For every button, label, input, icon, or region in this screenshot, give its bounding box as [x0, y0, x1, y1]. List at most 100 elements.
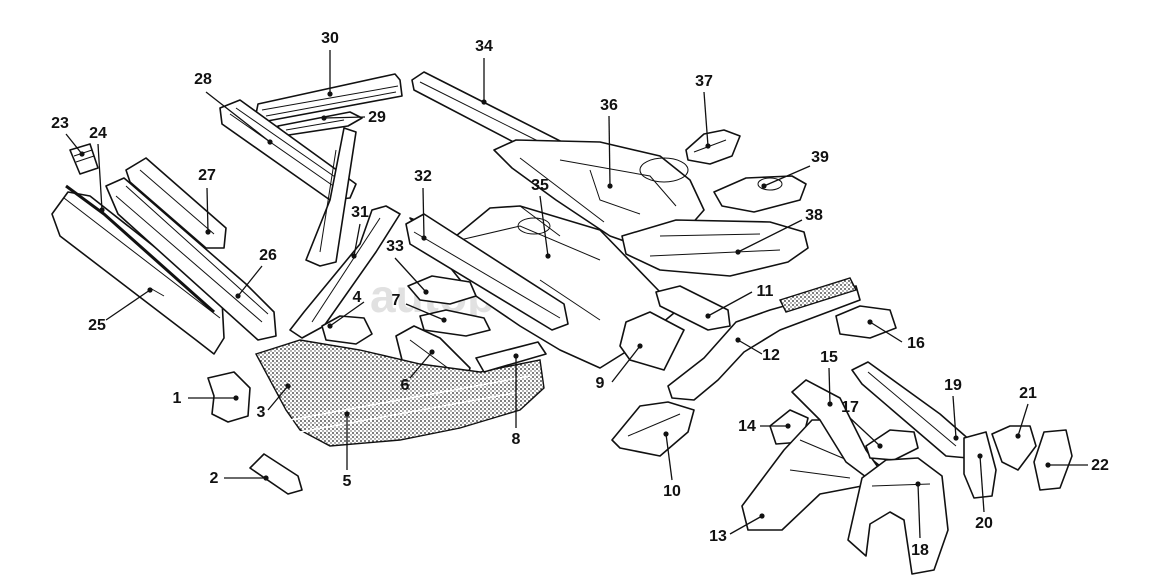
leader-line-23 — [65, 133, 83, 155]
callout-37: 37 — [695, 73, 713, 90]
leader-line-24 — [97, 143, 103, 211]
leader-dot-28 — [267, 139, 273, 145]
callout-36: 36 — [600, 97, 618, 114]
leader-dot-34 — [481, 99, 487, 105]
callout-27: 27 — [198, 167, 216, 184]
part-38-trunk-floor — [621, 219, 809, 277]
callout-8: 8 — [512, 431, 521, 448]
part-22-bracket — [1033, 429, 1073, 491]
leader-dot-4 — [327, 323, 333, 329]
leader-dot-20 — [977, 453, 983, 459]
callout-13: 13 — [709, 528, 727, 545]
callout-32: 32 — [414, 168, 432, 185]
callout-33: 33 — [386, 238, 404, 255]
leader-dot-1 — [233, 395, 239, 401]
leader-dot-31 — [351, 253, 357, 259]
leader-line-25 — [105, 289, 151, 321]
leader-line-32 — [422, 187, 425, 239]
leader-line-12 — [737, 339, 763, 355]
callout-1: 1 — [173, 390, 182, 407]
leader-dot-27 — [205, 229, 211, 235]
leader-dot-3 — [285, 383, 291, 389]
callout-35: 35 — [531, 177, 549, 194]
part-21-bracket — [991, 425, 1037, 471]
leader-line-19 — [952, 395, 957, 439]
callout-39: 39 — [811, 149, 829, 166]
leader-dot-7 — [441, 317, 447, 323]
leader-line-7 — [405, 303, 445, 321]
leader-dot-26 — [235, 293, 241, 299]
leader-dot-38 — [735, 249, 741, 255]
callout-12: 12 — [762, 347, 780, 364]
leader-line-13 — [729, 515, 763, 535]
leader-dot-39 — [761, 183, 767, 189]
part-33-seat-mount — [407, 275, 477, 305]
callout-18: 18 — [911, 542, 929, 559]
leader-line-3 — [267, 385, 289, 411]
leader-line-33 — [394, 257, 427, 293]
callout-20: 20 — [975, 515, 993, 532]
callout-21: 21 — [1019, 385, 1037, 402]
callout-15: 15 — [820, 349, 838, 366]
leader-line-37 — [703, 91, 709, 147]
leader-dot-6 — [429, 349, 435, 355]
part-17-bracket — [865, 429, 919, 461]
callout-3: 3 — [257, 404, 266, 421]
leader-dot-10 — [663, 431, 669, 437]
leader-dot-29 — [321, 115, 327, 121]
leader-dot-37 — [705, 143, 711, 149]
part-10-bracket — [611, 401, 695, 457]
leader-line-16 — [869, 321, 903, 343]
part-11-rear-rail — [655, 285, 731, 331]
callout-23: 23 — [51, 115, 69, 132]
leader-line-38 — [737, 219, 803, 253]
leader-line-29 — [323, 116, 366, 119]
leader-dot-17 — [877, 443, 883, 449]
leader-line-10 — [665, 433, 673, 481]
leader-dot-32 — [421, 235, 427, 241]
callout-14: 14 — [738, 418, 756, 435]
callout-6: 6 — [401, 377, 410, 394]
leader-lines — [65, 50, 1088, 539]
callout-5: 5 — [343, 473, 352, 490]
part-1-bracket — [207, 371, 251, 423]
callout-28: 28 — [194, 71, 212, 88]
leader-dot-14 — [785, 423, 791, 429]
callout-10: 10 — [663, 483, 681, 500]
leader-dot-13 — [759, 513, 765, 519]
part-12-rear-rail — [667, 277, 861, 401]
part-2-bracket — [249, 453, 303, 495]
leader-line-15 — [828, 367, 831, 405]
leader-dot-23 — [79, 151, 85, 157]
leader-line-28 — [205, 91, 271, 143]
callout-7: 7 — [392, 292, 401, 309]
leader-line-26 — [237, 265, 263, 297]
callout-30: 30 — [321, 30, 339, 47]
leader-line-11 — [707, 291, 753, 317]
part-4-mount — [321, 315, 373, 345]
callout-25: 25 — [88, 317, 106, 334]
part-a-pillar — [305, 127, 357, 267]
leader-dot-2 — [263, 475, 269, 481]
leader-dot-5 — [344, 411, 350, 417]
leader-dot-16 — [867, 319, 873, 325]
leader-dot-19 — [953, 435, 959, 441]
leader-dot-25 — [147, 287, 153, 293]
part-39-bracket — [713, 175, 807, 213]
part-8-sill — [475, 341, 547, 373]
callout-17: 17 — [841, 399, 859, 416]
callout-11: 11 — [757, 283, 774, 300]
leader-line-18 — [917, 483, 921, 539]
leader-dot-36 — [607, 183, 613, 189]
leader-dot-11 — [705, 313, 711, 319]
part-24-wiper-strip — [65, 184, 215, 314]
leader-dot-18 — [915, 481, 921, 487]
leader-dot-35 — [545, 253, 551, 259]
part-9-panel — [619, 311, 685, 371]
part-26-cowl — [105, 177, 277, 341]
callout-24: 24 — [89, 125, 107, 142]
leader-line-20 — [979, 455, 985, 513]
callout-38: 38 — [805, 207, 823, 224]
